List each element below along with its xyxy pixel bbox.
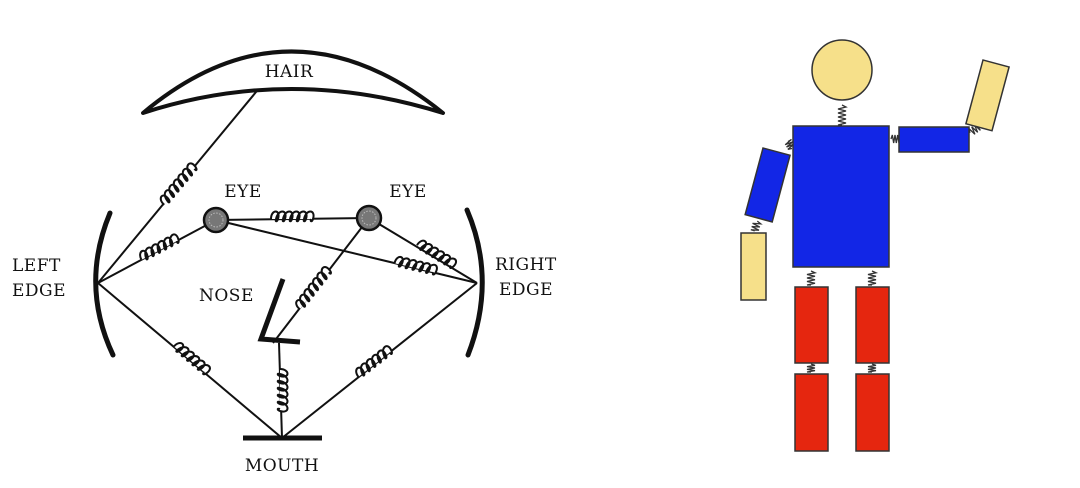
spring-leftedge-lefteye bbox=[139, 233, 180, 261]
spring-nose-mouth bbox=[276, 368, 289, 413]
spring-rightarm-hand bbox=[967, 124, 981, 135]
left-edge-part bbox=[93, 210, 116, 358]
eye-right-part bbox=[355, 204, 383, 232]
label-right-edge-line1: RIGHT bbox=[495, 255, 557, 275]
figure-torso bbox=[792, 125, 890, 268]
label-eye-left: EYE bbox=[224, 182, 262, 202]
spring-lefteye-rightedge bbox=[393, 256, 438, 276]
spring-leftedge-mouth bbox=[173, 342, 211, 376]
figure-right-shin bbox=[855, 373, 890, 452]
spring-righteye-nose bbox=[295, 266, 332, 311]
figure-left-hand bbox=[740, 232, 767, 301]
figure-left-thigh bbox=[794, 286, 829, 364]
label-hair: HAIR bbox=[265, 62, 314, 82]
eye-left-part bbox=[202, 206, 230, 234]
face-spring-model: HAIR EYE EYE LEFT EDGE RIGHT EDGE NOSE M… bbox=[12, 49, 557, 476]
spring-leftleg-knee bbox=[806, 363, 816, 373]
spring-eye-eye bbox=[270, 210, 315, 223]
face-springs bbox=[139, 162, 458, 413]
figure-right-hand bbox=[964, 59, 1010, 132]
figure-right-upper-arm bbox=[898, 126, 970, 153]
spring-torso-rightarm bbox=[890, 134, 900, 144]
label-left-edge-line1: LEFT bbox=[12, 256, 61, 276]
body-part-figure bbox=[740, 39, 1010, 452]
nose-part bbox=[257, 278, 301, 345]
spring-rightedge-mouth bbox=[355, 345, 393, 378]
spring-head-torso bbox=[837, 104, 848, 126]
label-left-edge-line2: EDGE bbox=[12, 281, 66, 301]
spring-rightleg-knee bbox=[867, 363, 877, 373]
spring-hair-leftedge bbox=[159, 162, 198, 206]
spring-leftarm-hand bbox=[750, 220, 763, 232]
figure-right-thigh bbox=[855, 286, 890, 364]
right-edge-part bbox=[464, 207, 485, 358]
spring-torso-leftleg bbox=[806, 270, 818, 286]
label-right-edge-line2: EDGE bbox=[499, 280, 553, 300]
figure-left-upper-arm bbox=[744, 147, 791, 223]
label-mouth: MOUTH bbox=[245, 456, 319, 476]
figure-springs bbox=[750, 104, 981, 373]
label-nose: NOSE bbox=[199, 286, 254, 306]
figure-left-shin bbox=[794, 373, 829, 452]
spring-torso-rightleg bbox=[867, 270, 879, 286]
spring-torso-leftarm bbox=[784, 138, 795, 150]
hair-part bbox=[141, 49, 445, 115]
spring-righteye-rightedge bbox=[416, 239, 458, 269]
label-eye-right: EYE bbox=[389, 182, 427, 202]
figure-head bbox=[811, 39, 873, 101]
